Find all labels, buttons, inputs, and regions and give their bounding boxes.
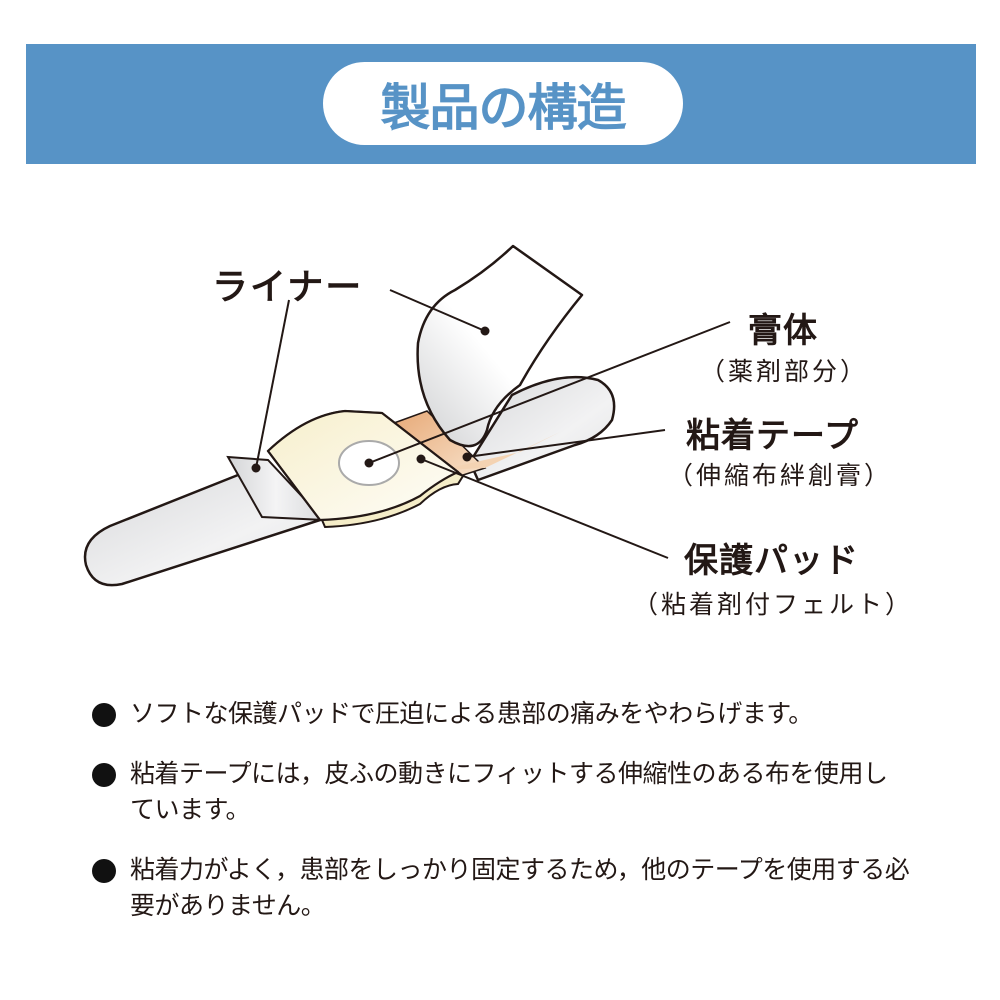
feature-item: ソフトな保護パッドで圧迫による患部の痛みをやわらげます。 [92, 696, 952, 732]
liner-label: ライナー [212, 267, 364, 308]
header-banner: 製品の構造 [26, 44, 976, 164]
leader-lines [255, 289, 731, 559]
adhesive-tape-sublabel: （伸縮布絆創膏） [668, 461, 893, 490]
product-structure-diagram: ライナー 膏体 （薬剤部分） 粘着テープ （伸縮布絆創膏） 保護パッド （粘着剤… [83, 244, 914, 619]
bullet-dot-icon [92, 859, 116, 883]
feature-item: 粘着テープには，皮ふの動きにフィットする伸縮性のある布を使用しています。 [92, 756, 952, 828]
paste-body-sublabel: （薬剤部分） [700, 357, 869, 386]
adhesive-tape-label: 粘着テープ [686, 416, 859, 456]
feature-text: 粘着力がよく，患部をしっかり固定するため，他のテープを使用する必要がありません。 [130, 855, 910, 920]
peeled-liner-flap [416, 244, 584, 448]
leader-dots [251, 326, 490, 473]
feature-text: ソフトな保護パッドで圧迫による患部の痛みをやわらげます。 [130, 699, 813, 728]
bullet-dot-icon [92, 763, 116, 787]
title-pill: 製品の構造 [323, 62, 683, 145]
page-title: 製品の構造 [380, 78, 627, 137]
bandage-illustration [83, 244, 731, 587]
feature-item: 粘着力がよく，患部をしっかり固定するため，他のテープを使用する必要がありません。 [92, 852, 952, 924]
feature-list: ソフトな保護パッドで圧迫による患部の痛みをやわらげます。 粘着テープには，皮ふの… [92, 696, 952, 948]
feature-text: 粘着テープには，皮ふの動きにフィットする伸縮性のある布を使用しています。 [130, 759, 888, 824]
paste-body-label: 膏体 [748, 311, 818, 351]
protective-pad-sublabel: （粘着剤付フェルト） [633, 590, 914, 619]
right-liner-strip [468, 375, 616, 482]
protective-pad-label: 保護パッド [684, 541, 859, 581]
bullet-dot-icon [92, 703, 116, 727]
